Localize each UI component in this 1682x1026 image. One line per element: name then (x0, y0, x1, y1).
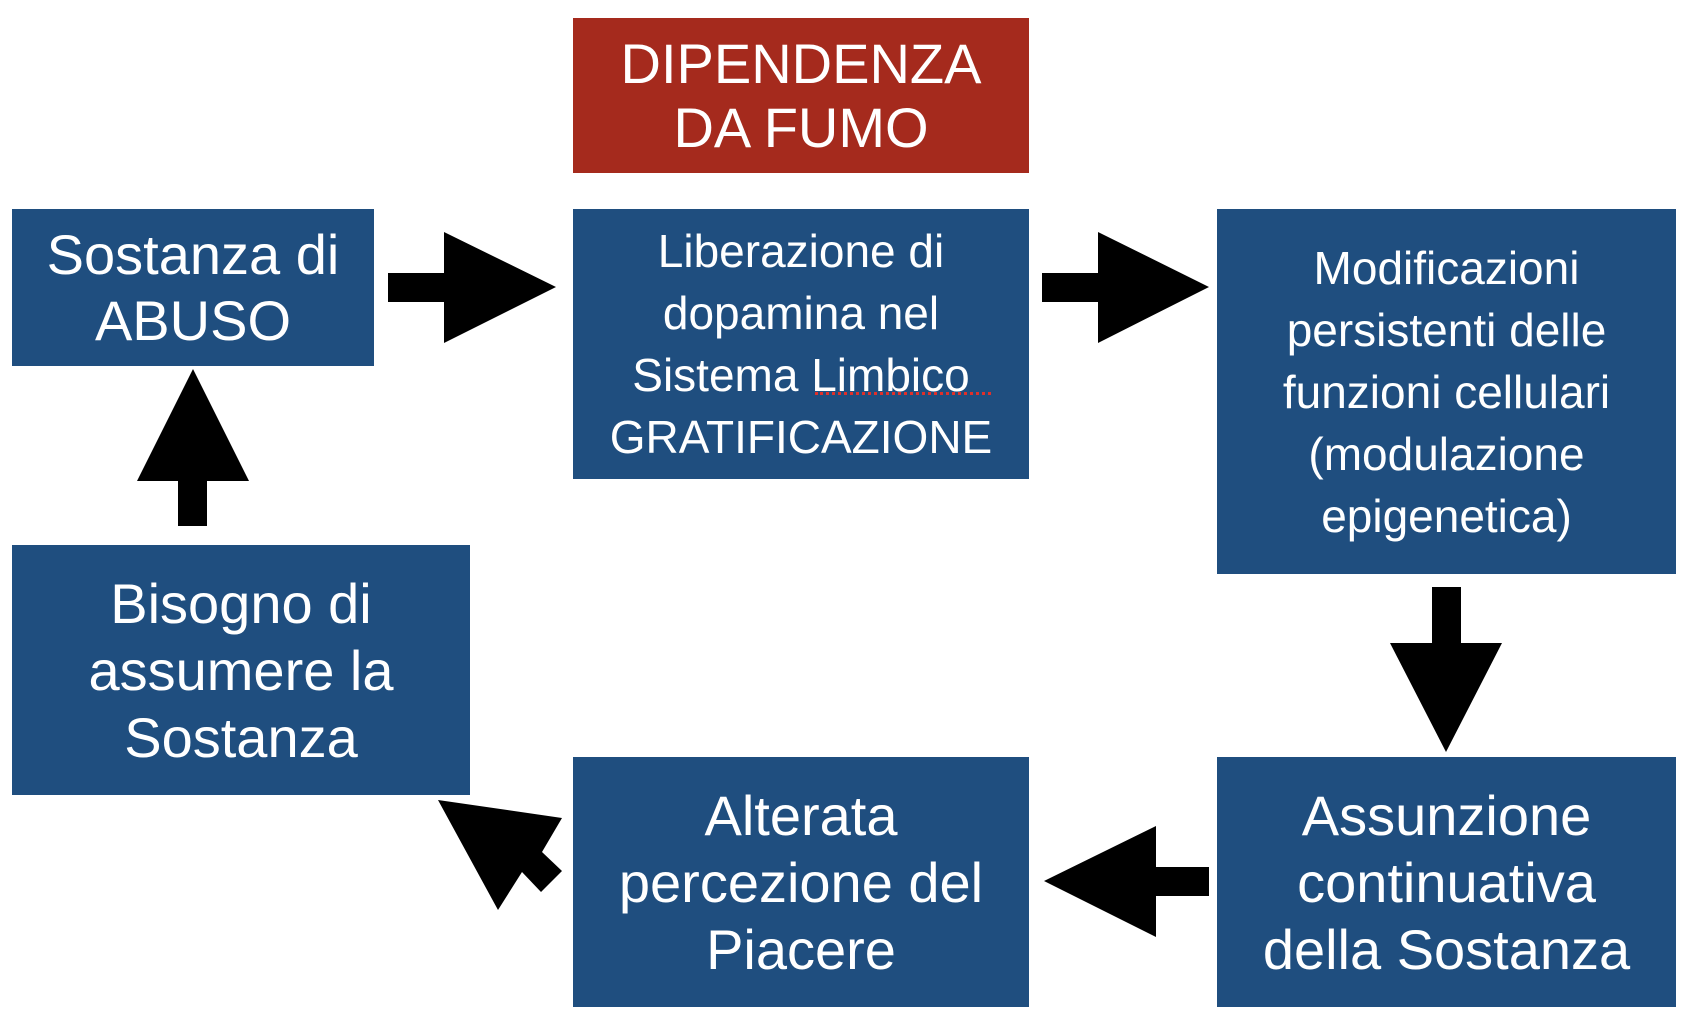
spellcheck-underline (815, 392, 991, 395)
arrow-up-icon (137, 369, 249, 526)
arrow-down-icon (1390, 587, 1502, 752)
diagram-title: DIPENDENZA DA FUMO (573, 18, 1029, 173)
node-alterata-percezione: Alterata percezione del Piacere (573, 757, 1029, 1007)
arrow-diagonal-up-left-icon (438, 800, 562, 910)
node-modificazioni-persistenti: Modificazioni persistenti delle funzioni… (1217, 209, 1676, 574)
node-bisogno-di-assumere: Bisogno di assumere la Sostanza (12, 545, 470, 795)
arrow-right-icon (388, 232, 556, 343)
node-sostanza-di-abuso: Sostanza di ABUSO (12, 209, 374, 366)
arrow-left-icon (1044, 826, 1209, 937)
node-assunzione-continuativa: Assunzione continuativa della Sostanza (1217, 757, 1676, 1007)
arrow-right-icon (1042, 232, 1209, 343)
node-liberazione-dopamina: Liberazione di dopamina nel Sistema Limb… (573, 209, 1029, 479)
